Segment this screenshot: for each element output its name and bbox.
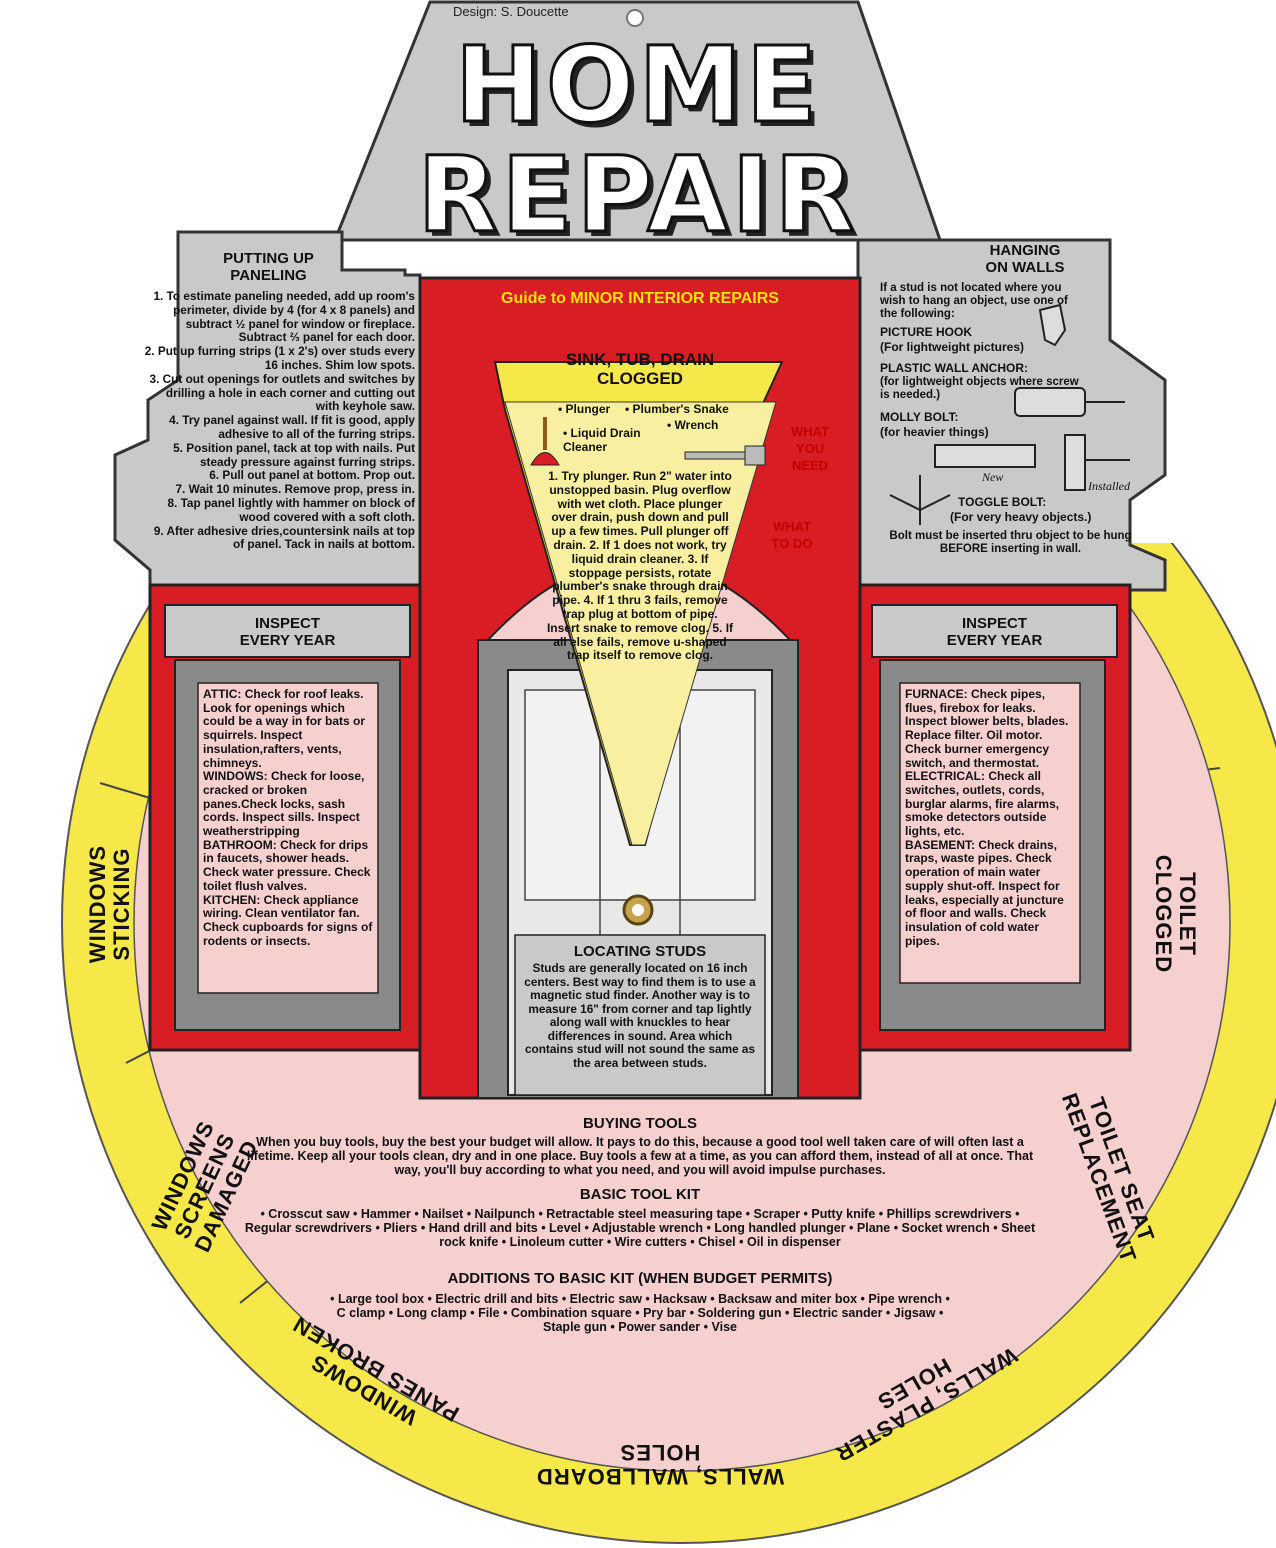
toggle-bolt-icon xyxy=(889,475,951,525)
window-card-steps: 1. Try plunger. Run 2" water into unstop… xyxy=(546,469,734,663)
paneling-heading: PUTTING UP PANELING xyxy=(223,250,314,284)
tool-plumbers-snake: • Plumber's Snake xyxy=(625,402,729,416)
picture-hook-label: PICTURE HOOK xyxy=(880,325,973,339)
toggle-label: TOGGLE BOLT: xyxy=(958,495,1047,509)
tool-wrench: • Wrench xyxy=(667,418,719,432)
what-you-need-label: WHAT YOU NEED xyxy=(790,424,830,473)
basic-kit-text: • Crosscut saw • Hammer • Nailset • Nail… xyxy=(244,1207,1036,1249)
plunger-icon xyxy=(530,417,560,466)
molly-desc: (for heavier things) xyxy=(880,425,989,439)
anchor-desc: (for lightweight objects where screw is … xyxy=(880,376,1079,401)
molly-installed-label: Installed xyxy=(1088,479,1130,493)
inspect-left-text: ATTIC: Check for roof leaks. Look for op… xyxy=(203,687,373,948)
paneling-steps: 1. To estimate paneling needed, add up r… xyxy=(144,289,415,552)
molly-label: MOLLY BOLT: xyxy=(880,410,959,424)
what-to-do-label: WHAT TO DO xyxy=(771,519,813,551)
tool-plunger: • Plunger xyxy=(558,402,611,416)
guide-heading: Guide to MINOR INTERIOR REPAIRS xyxy=(501,290,779,307)
title-repair: REPAIR xyxy=(416,134,859,256)
hanging-intro: If a stud is not located where you wish … xyxy=(880,282,1068,320)
wrench-icon xyxy=(684,445,766,466)
inspect-left-heading: INSPECT EVERY YEAR xyxy=(239,615,336,649)
inspect-right-text: FURNACE: Check pipes, flues, firebox for… xyxy=(905,687,1069,948)
tool-liquid-drain-cleaner: • Liquid Drain Cleaner xyxy=(563,426,641,454)
anchor-label: PLASTIC WALL ANCHOR: xyxy=(880,361,1028,375)
picture-hook-desc: (For lightweight pictures) xyxy=(880,340,1024,354)
studs-text: Studs are generally located on 16 inch c… xyxy=(524,961,756,1070)
inspect-right-heading: INSPECT EVERY YEAR xyxy=(946,615,1043,649)
picture-hook-icon xyxy=(1038,303,1067,347)
molly-new-label: New xyxy=(982,470,1004,484)
toggle-desc: (For very heavy objects.) xyxy=(950,510,1092,524)
buying-heading: BUYING TOOLS xyxy=(583,1115,697,1132)
wall-anchor-icon xyxy=(1014,387,1125,417)
title-home: HOME xyxy=(454,24,821,146)
hardware-illustrations xyxy=(889,303,1130,525)
basic-kit-heading: BASIC TOOL KIT xyxy=(579,1186,701,1203)
design-credit: Design: S. Doucette xyxy=(453,4,569,19)
hanging-footer: Bolt must be inserted thru object to be … xyxy=(889,530,1132,555)
hanging-heading: HANGING ON WALLS xyxy=(985,242,1065,276)
additions-text: • Large tool box • Electric drill and bi… xyxy=(330,1292,950,1334)
molly-bolt-icon xyxy=(934,434,1130,491)
buying-text: When you buy tools, buy the best your bu… xyxy=(246,1135,1034,1177)
additions-heading: ADDITIONS TO BASIC KIT (WHEN BUDGET PERM… xyxy=(447,1270,833,1287)
window-card-heading: SINK, TUB, DRAIN CLOGGED xyxy=(565,350,715,388)
hang-hole xyxy=(626,9,644,27)
studs-heading: LOCATING STUDS xyxy=(573,943,707,960)
